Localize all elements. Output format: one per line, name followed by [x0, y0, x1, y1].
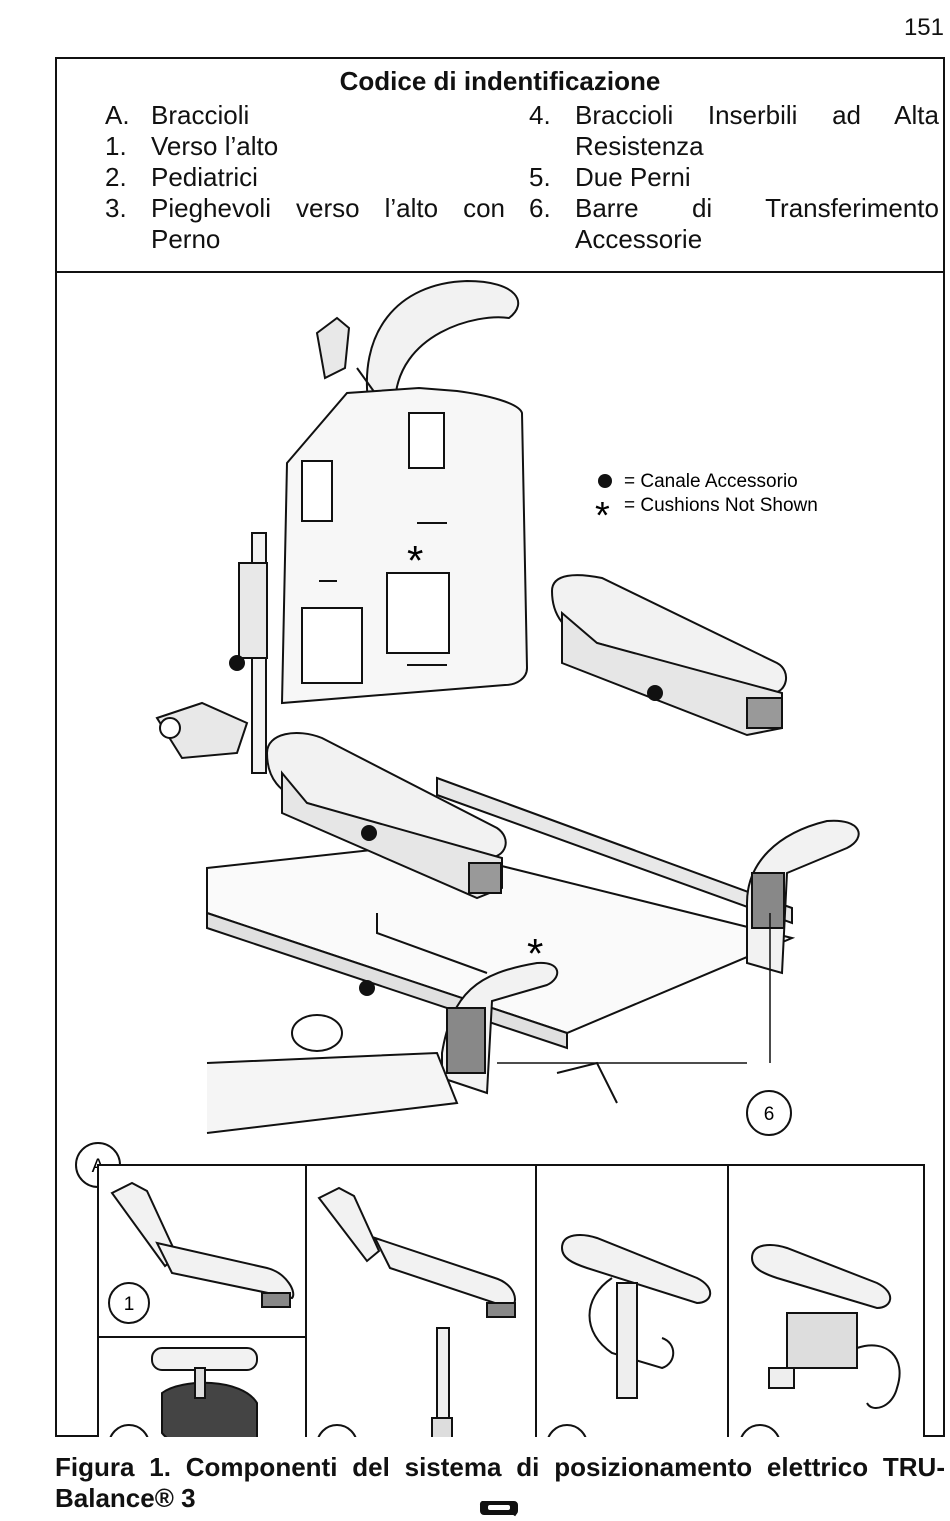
headrest — [315, 279, 520, 410]
legend-item-2: 2. Pediatrici — [105, 162, 505, 193]
legend-star-icon: * — [595, 495, 610, 537]
legend-item-4: 4. Braccioli Inserbili ad Alta Resistenz… — [529, 100, 939, 162]
page-number: 151 — [903, 14, 944, 41]
figure-caption: Figura 1. Componenti del sistema di posi… — [55, 1452, 945, 1513]
star-marker-seat: * — [527, 930, 543, 977]
armrest-flip-up-drawing — [110, 1181, 295, 1308]
callout-6-label: 6 — [764, 1104, 775, 1125]
legend-right-list: 4. Braccioli Inserbili ad Alta Resistenz… — [529, 100, 939, 255]
left-post — [155, 532, 268, 774]
accessory-channel-dot — [359, 980, 375, 996]
armrest-dual-pin-drawing — [750, 1244, 901, 1409]
legend-item-number: 2. — [105, 162, 127, 192]
legend-item-text: Pediatrici — [151, 162, 258, 192]
armrest-rear-right — [550, 574, 787, 737]
legend-item-number: 3. — [105, 193, 127, 223]
legend-item-text: Verso l’alto — [151, 131, 279, 161]
panel-number-2 — [109, 1424, 149, 1437]
panel-number-1 — [108, 1282, 150, 1324]
armrest-heavy-duty-drawing — [560, 1234, 712, 1399]
legend-title: Codice di indentificazione — [339, 66, 661, 96]
panel-number-2-label: 2 — [124, 1436, 135, 1437]
seating-system-diagram: = Canale Accessorio * = Cushions Not Sho… — [75, 279, 925, 1437]
star-marker-back: * — [407, 537, 423, 584]
legend-item-3: 3. Pieghevoli verso l’alto con Perno — [105, 193, 505, 255]
key-dot-text: = Canale Accessorio — [624, 471, 798, 492]
callout-6 — [746, 1090, 792, 1136]
key-star-text: = Cushions Not Shown — [624, 495, 818, 516]
legend-item-number: A. — [105, 100, 130, 130]
legend-item-text: Barre di Transferimento Accessorie — [575, 193, 939, 254]
panel-number-5-label: 5 — [755, 1436, 766, 1437]
accessory-channel-dot — [647, 685, 663, 701]
panel-number-5 — [740, 1424, 780, 1437]
transfer-bar-right — [746, 819, 860, 975]
power-base — [206, 1014, 618, 1134]
legend-dot-icon — [598, 474, 612, 488]
figure-frame: Codice di indentificazione A. Braccioli … — [55, 57, 945, 1437]
armrest-front-left — [265, 732, 507, 900]
quantum-logo-icon — [479, 1501, 518, 1517]
legend-item-text: Braccioli Inserbili ad Alta Resistenza — [575, 100, 939, 161]
legend-item-text: Braccioli — [151, 100, 250, 130]
legend-left-list: A. Braccioli 1. Verso l’alto 2. Pediatri… — [105, 100, 505, 255]
panel-number-4-label: 4 — [562, 1436, 573, 1437]
armrest-folding-pin-drawing — [317, 1186, 516, 1437]
panel-number-3-label: 3 — [332, 1436, 343, 1437]
identification-legend: Codice di indentificazione A. Braccioli … — [57, 59, 943, 273]
legend-item-text: Due Perni — [575, 162, 691, 192]
legend-item-a: A. Braccioli — [105, 100, 505, 131]
legend-item-text: Pieghevoli verso l’alto con Perno — [151, 193, 505, 254]
legend-item-number: 6. — [529, 193, 551, 223]
legend-item-number: 1. — [105, 131, 127, 161]
accessory-channel-dot — [361, 825, 377, 841]
panel-number-3 — [317, 1424, 357, 1437]
transfer-bar-left — [441, 961, 559, 1095]
legend-item-5: 5. Due Perni — [529, 162, 939, 193]
legend-item-number: 5. — [529, 162, 551, 192]
accessory-channel-dot — [229, 655, 245, 671]
legend-item-1: 1. Verso l’alto — [105, 131, 505, 162]
backrest — [280, 386, 529, 705]
panel-number-1-label: 1 — [124, 1294, 135, 1315]
panel-number-4 — [547, 1424, 587, 1437]
armrest-pediatric-drawing — [151, 1347, 258, 1437]
legend-item-number: 4. — [529, 100, 551, 130]
legend-item-6: 6. Barre di Transferimento Accessorie — [529, 193, 939, 255]
